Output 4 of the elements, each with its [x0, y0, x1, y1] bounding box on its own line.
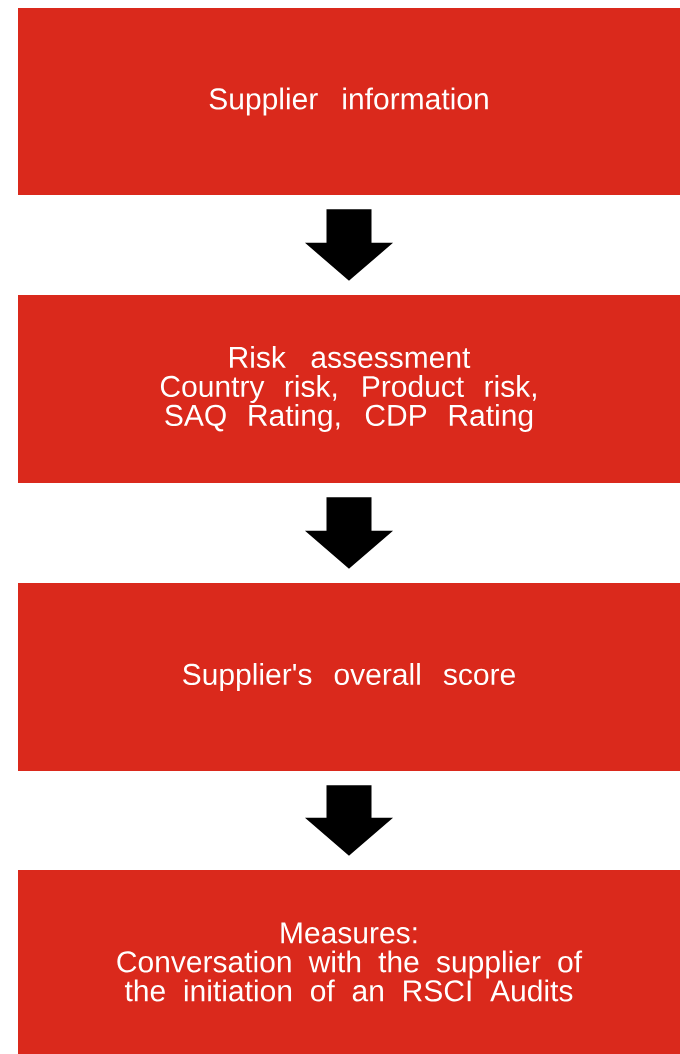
process-box: Measures: Conversation with the supplier of the initiation of an RSCI Audits: [18, 870, 680, 1054]
process-box: Risk assessment Country risk, Product risk, SAQ Rating, CDP Rating: [18, 295, 680, 483]
process-box: Supplier's overall score: [18, 583, 680, 771]
process-box: Supplier information: [18, 8, 680, 195]
